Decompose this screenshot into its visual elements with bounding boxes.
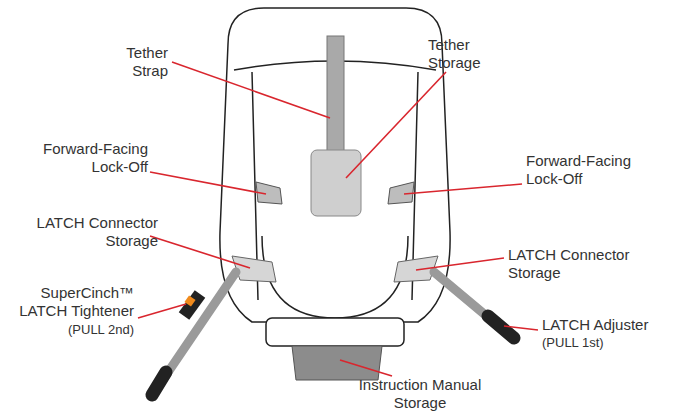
leader-line	[504, 326, 538, 330]
part-label: Instruction Manual Storage	[345, 376, 495, 412]
pull-order-note: (PULL 2nd)	[24, 321, 134, 339]
tightener-button	[184, 295, 195, 306]
leader-line	[150, 236, 250, 268]
leader-line	[172, 62, 330, 118]
part-label: LATCH Connector Storage	[508, 246, 648, 282]
latch-connector	[152, 372, 166, 395]
tether-storage	[311, 150, 361, 216]
seat-base-curve	[262, 236, 408, 318]
leader-line	[138, 304, 186, 318]
leader-line	[150, 172, 266, 194]
part-label: LATCH Connector Storage	[18, 214, 158, 250]
part-label: Tether Storage	[428, 36, 498, 72]
leader-line	[416, 258, 504, 270]
manual-storage	[292, 346, 382, 380]
leader-line	[346, 72, 446, 178]
latch-strap	[160, 272, 236, 384]
supercinch-tightener	[184, 294, 200, 316]
part-label: Forward-Facing Lock-Off	[526, 152, 661, 188]
pull-order-note: (PULL 1st)	[542, 334, 652, 352]
leader-line	[404, 184, 522, 194]
seat-base	[266, 318, 404, 346]
part-label: LATCH Adjuster	[542, 316, 667, 334]
seat-back-shell	[220, 8, 450, 322]
part-label: Forward-Facing Lock-Off	[18, 140, 148, 176]
part-label: SuperCinch™ LATCH Tightener	[9, 284, 134, 320]
leader-line	[340, 360, 392, 376]
part-label: Tether Strap	[108, 44, 168, 80]
